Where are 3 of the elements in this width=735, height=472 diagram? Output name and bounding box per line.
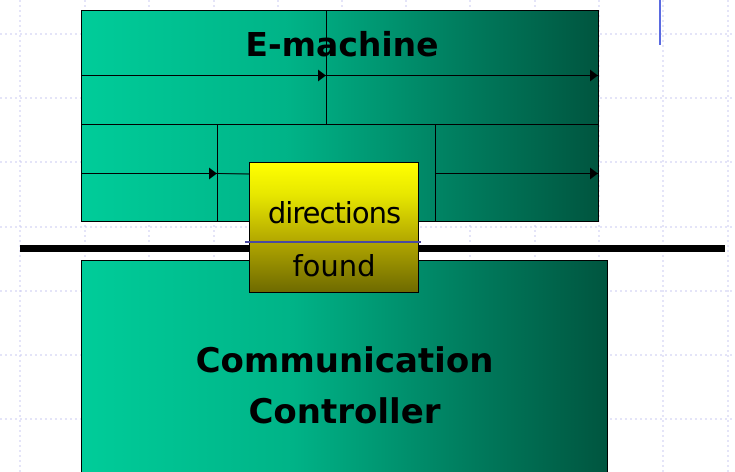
block-title: Communication Controller	[194, 340, 494, 434]
status-text: directions	[266, 195, 402, 232]
status-text: found	[291, 248, 377, 285]
